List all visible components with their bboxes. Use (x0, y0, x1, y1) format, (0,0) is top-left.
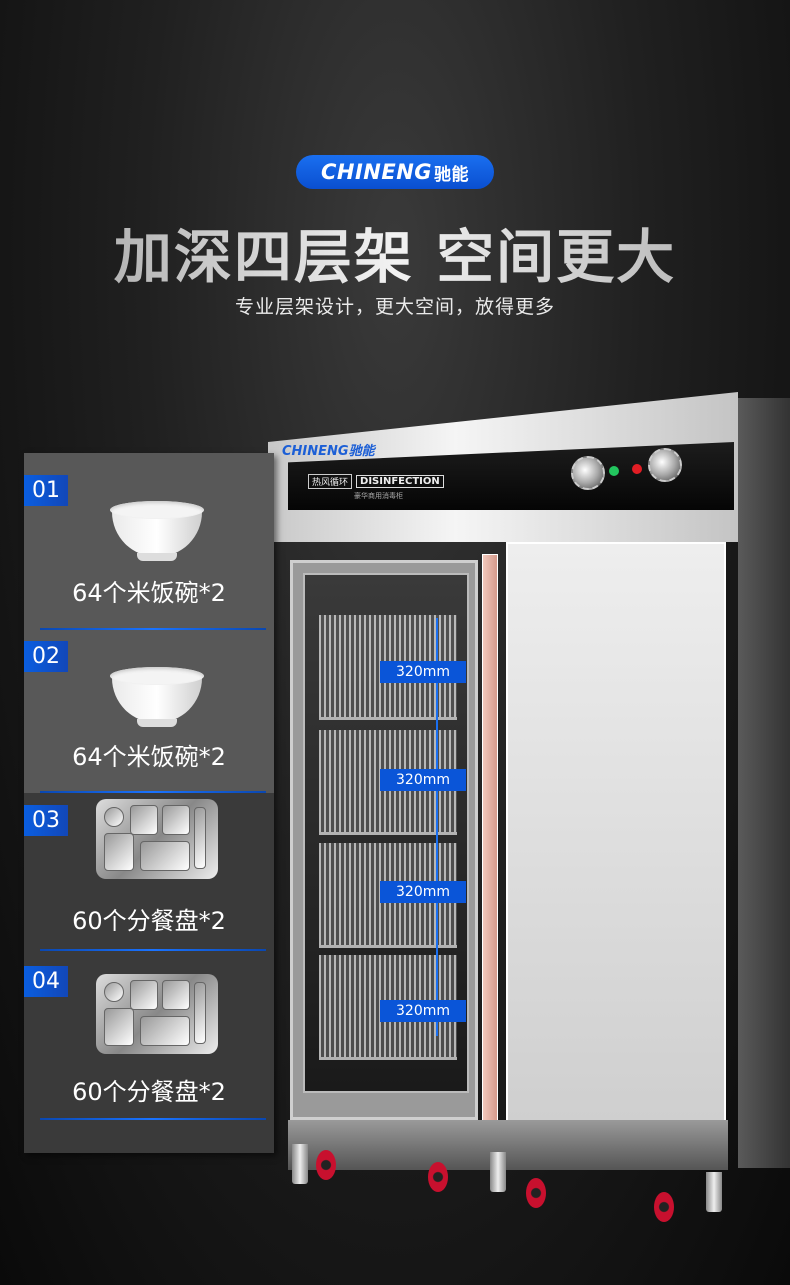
capacity-panel: 01 64个米饭碗*2 02 64个米饭碗*2 03 60个分餐盘*2 (24, 453, 274, 1153)
spec-label: 60个分餐盘*2 (72, 907, 226, 935)
caster-wheel-icon (316, 1150, 336, 1180)
cabinet-logo: CHINENG驰能 (282, 444, 375, 459)
disinfection-cabinet-image: CHINENG驰能 热风循环 DISINFECTION 豪华商用消毒柜 (268, 392, 790, 1222)
spec-item: 02 64个米饭碗*2 (24, 619, 274, 793)
shelf-height-label: 320mm (380, 661, 466, 683)
brand-name-cn: 驰能 (434, 164, 470, 185)
divider (40, 791, 266, 793)
temperature-knob-icon (648, 448, 682, 482)
divider (40, 949, 266, 951)
caster-wheel-icon (526, 1178, 546, 1208)
spec-label: 64个米饭碗*2 (72, 579, 226, 607)
leg (706, 1172, 722, 1212)
shelf-height-label: 320mm (380, 881, 466, 903)
spec-number: 03 (24, 805, 68, 836)
page-title: 加深四层架 空间更大 (0, 210, 790, 294)
cabinet-base (288, 1120, 728, 1170)
divider (40, 1118, 266, 1120)
spec-number: 04 (24, 966, 68, 997)
panel-tag: 热风循环 (308, 474, 353, 489)
heat-led-icon (632, 464, 642, 474)
brand-name-en: CHINENG (320, 160, 433, 184)
door-handle-trim (482, 554, 498, 1140)
brand-logo: CHINENG 驰能 (296, 155, 494, 189)
page-subtitle: 专业层架设计，更大空间，放得更多 (234, 296, 555, 318)
spec-item: 01 64个米饭碗*2 (24, 453, 274, 630)
panel-badge: DISINFECTION (356, 475, 444, 488)
power-led-icon (609, 466, 619, 476)
spec-item: 04 60个分餐盘*2 (24, 948, 274, 1120)
shelf-height-label: 320mm (380, 769, 466, 791)
spec-label: 60个分餐盘*2 (72, 1078, 226, 1106)
solid-door (506, 542, 726, 1122)
leg (490, 1152, 506, 1192)
compartment-tray-icon (96, 974, 218, 1054)
dimension-line (436, 618, 438, 1036)
caster-wheel-icon (428, 1162, 448, 1192)
spec-item: 03 60个分餐盘*2 (24, 783, 274, 951)
spec-label: 64个米饭碗*2 (72, 743, 226, 771)
leg (292, 1144, 308, 1184)
divider (40, 628, 266, 630)
caster-wheel-icon (654, 1192, 674, 1222)
spec-number: 02 (24, 641, 68, 672)
compartment-tray-icon (96, 799, 218, 879)
spec-number: 01 (24, 475, 68, 506)
panel-subtitle: 豪华商用消毒柜 (354, 492, 403, 500)
rice-bowl-icon (110, 501, 204, 563)
glass-door (290, 560, 478, 1120)
panel-label: 热风循环 DISINFECTION (308, 474, 444, 489)
shelf-height-label: 320mm (380, 1000, 466, 1022)
cabinet-side (738, 398, 790, 1168)
timer-knob-icon (571, 456, 605, 490)
rice-bowl-icon (110, 667, 204, 729)
